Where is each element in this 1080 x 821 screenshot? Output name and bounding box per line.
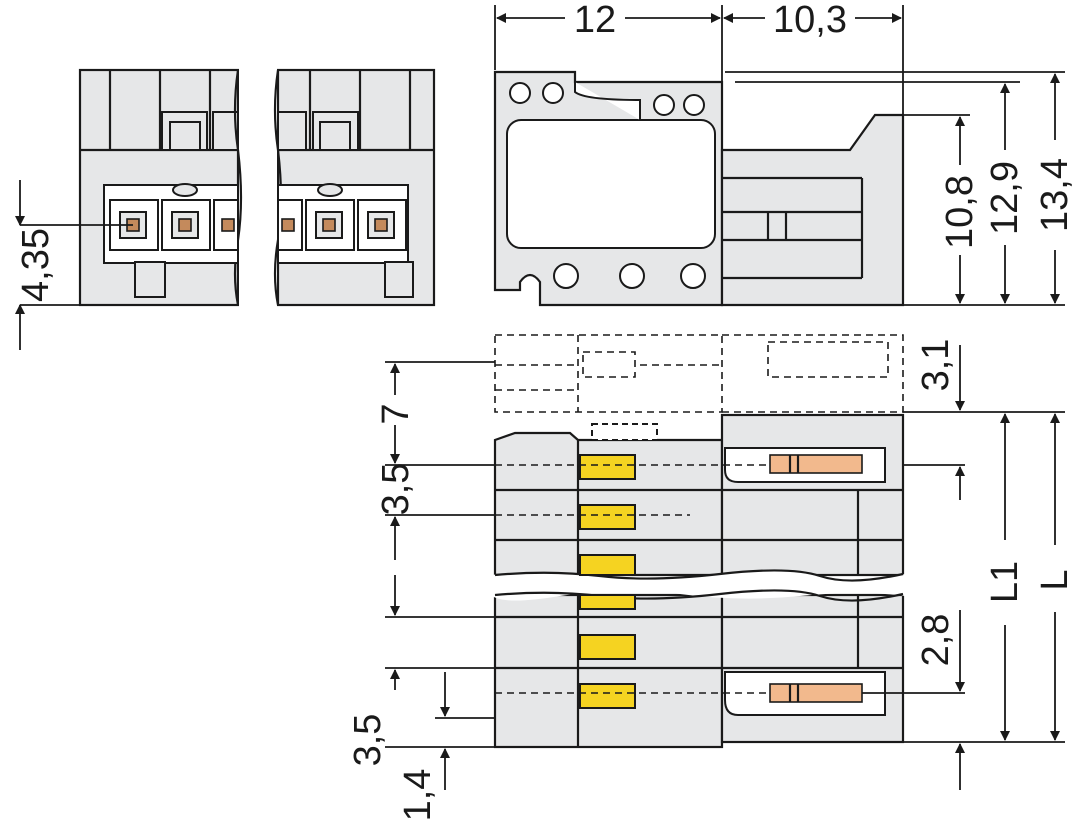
mating-part-outline — [494, 334, 904, 413]
dim-3-5-bottom-label: 3,5 — [347, 714, 389, 767]
dim-2-8-label: 2,8 — [915, 614, 957, 667]
dim-4-35-label: 4,35 — [15, 228, 57, 302]
dim-L1-label: L1 — [984, 561, 1026, 603]
orange-contacts — [769, 454, 863, 703]
dim-1-4-label: 1,4 — [397, 769, 439, 821]
dim-3-1-label: 3,1 — [915, 339, 957, 392]
top-view-upper-latch — [720, 413, 905, 577]
dim-10-3-label: 10,3 — [773, 0, 847, 41]
side-view-latch — [720, 113, 905, 307]
top-view: 7 3,5 3,5 1,4 3,1 2,8 L1 L — [347, 334, 1076, 821]
dim-L-label: L — [1034, 569, 1076, 590]
top-view-lower-housing — [493, 593, 724, 749]
dim-7-label: 7 — [375, 403, 417, 424]
dim-12-label: 12 — [574, 0, 616, 41]
side-view: 12 10,3 10,8 12,9 13,4 — [493, 0, 1076, 307]
front-view: 4,35 — [15, 60, 436, 350]
yellow-pins — [579, 454, 636, 709]
dim-10-8-label: 10,8 — [939, 175, 981, 249]
dim-3-5-top-label: 3,5 — [375, 463, 417, 516]
dim-12-9-label: 12,9 — [984, 161, 1026, 235]
dim-13-4-label: 13,4 — [1034, 158, 1076, 232]
